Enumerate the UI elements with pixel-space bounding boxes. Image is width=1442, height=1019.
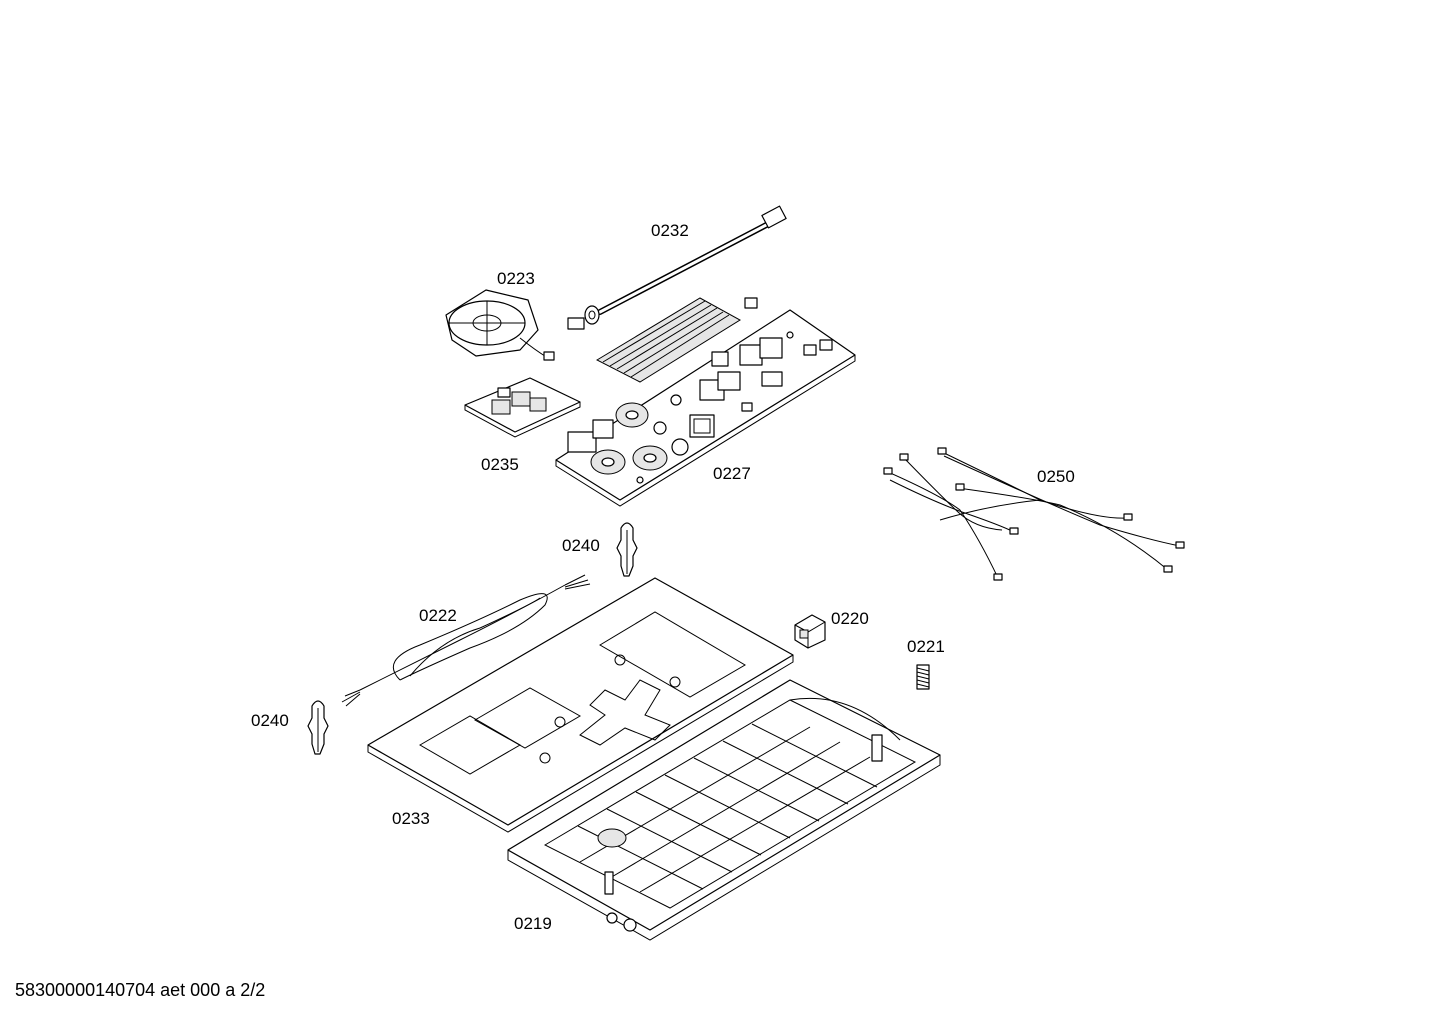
part-label: 0240 [562, 536, 600, 555]
part-label: 0232 [651, 221, 689, 240]
part-label: 0222 [419, 606, 457, 625]
part-label: 0233 [392, 809, 430, 828]
part-0233-cover-plate [367, 577, 794, 833]
part-label: 0219 [514, 914, 552, 933]
part-label: 0221 [907, 637, 945, 656]
part-label: 0250 [1037, 467, 1075, 486]
part-0227-power-board [555, 297, 856, 507]
part-0240-spacer-pin-top [616, 522, 638, 577]
part-0221-spring [916, 664, 930, 690]
part-label: 0235 [481, 455, 519, 474]
part-0220-clip [794, 614, 826, 649]
document-reference: 58300000140704 aet 000 a 2/2 [15, 980, 266, 1000]
part-0240-spacer-pin-left [307, 700, 329, 755]
part-label: 0227 [713, 464, 751, 483]
part-label: 0220 [831, 609, 869, 628]
part-0219-housing [507, 679, 941, 941]
part-label: 0223 [497, 269, 535, 288]
part-0250-wire-harness [883, 447, 1185, 581]
part-0235-filter-board [464, 377, 581, 438]
part-label: 0240 [251, 711, 289, 730]
part-0222-cable [341, 574, 591, 707]
part-0232-cable [567, 205, 787, 330]
part-0223-fan [445, 289, 555, 361]
